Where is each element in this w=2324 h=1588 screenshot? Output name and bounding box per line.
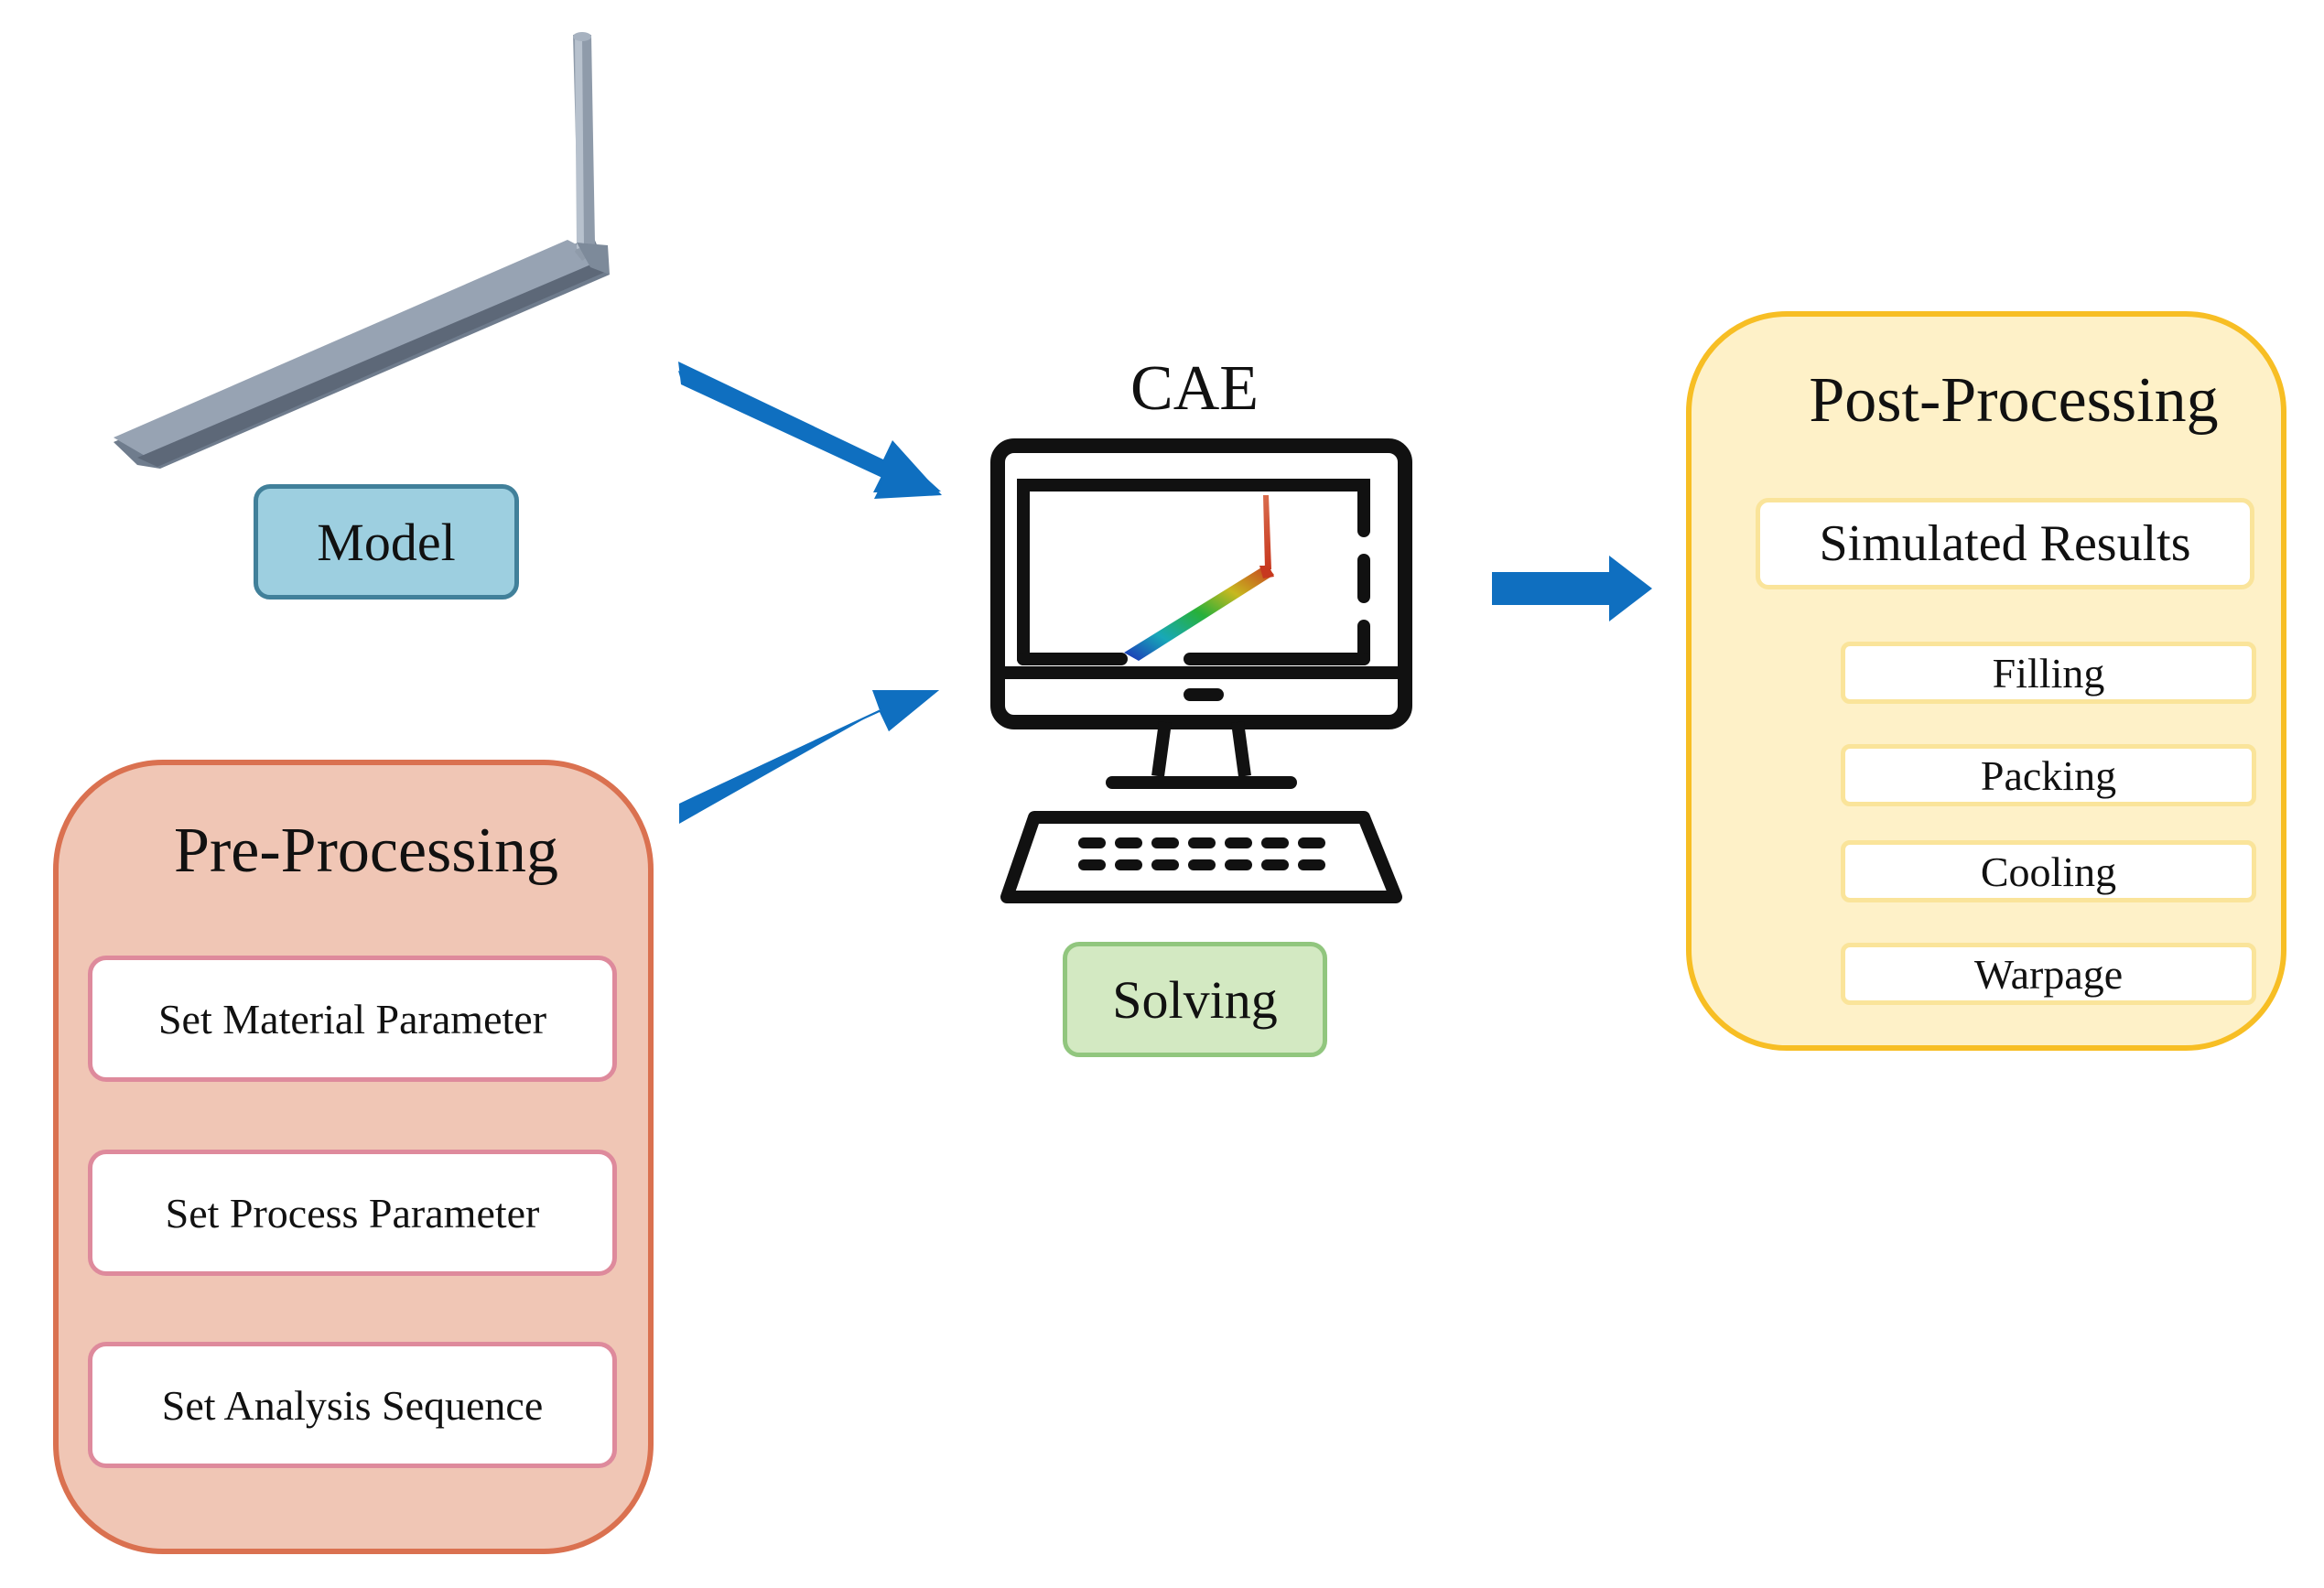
arrow-preprocessing-to-cae — [679, 690, 939, 824]
result-item: Warpage — [1841, 943, 2256, 1005]
arrow-cae-to-postprocessing — [1492, 556, 1652, 621]
model-label-text: Model — [317, 512, 456, 572]
simulation-result-icon — [1124, 495, 1274, 661]
solving-label: Solving — [1063, 942, 1327, 1057]
cae-title: CAE — [1130, 353, 1259, 424]
solving-label-text: Solving — [1112, 969, 1278, 1030]
simulated-results-text: Simulated Results — [1819, 515, 2191, 572]
computer-monitor-icon — [990, 438, 1412, 903]
simulated-results-box: Simulated Results — [1756, 498, 2254, 589]
preprocessing-step: Set Material Parameter — [88, 956, 617, 1082]
result-item: Cooling — [1841, 840, 2256, 902]
preprocessing-title: Pre-Processing — [174, 816, 558, 886]
result-item: Filling — [1841, 642, 2256, 704]
postprocessing-title: Post-Processing — [1809, 365, 2219, 436]
model-label: Model — [254, 484, 519, 600]
result-item: Packing — [1841, 744, 2256, 806]
preprocessing-step: Set Analysis Sequence — [88, 1342, 617, 1468]
part-model-icon — [113, 32, 610, 469]
preprocessing-step: Set Process Parameter — [88, 1150, 617, 1276]
keyboard-keys-icon — [1078, 837, 1325, 870]
arrow-model-to-cae — [678, 362, 942, 499]
